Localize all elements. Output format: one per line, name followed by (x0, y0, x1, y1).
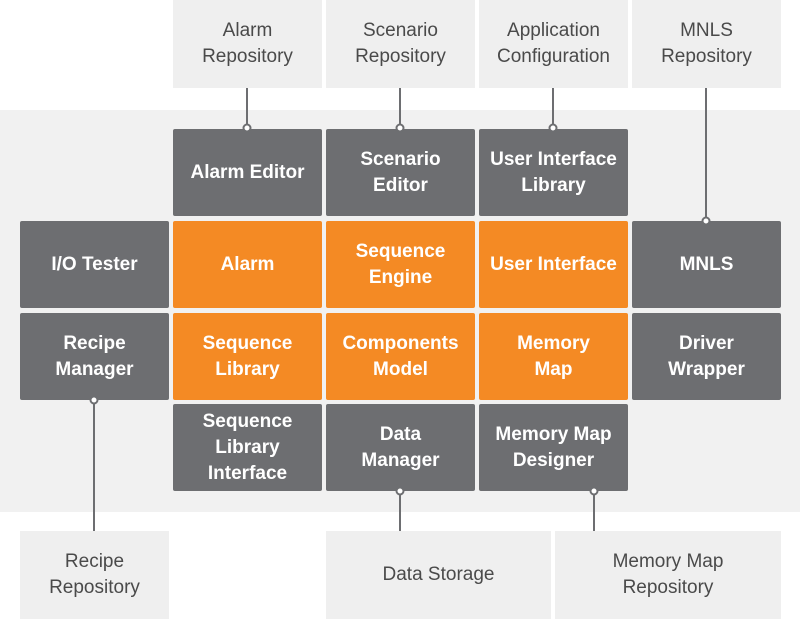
memory-map-box: Memory Map (479, 313, 628, 400)
mnls-repository-box: MNLS Repository (632, 0, 781, 88)
alarm-box: Alarm (173, 221, 322, 308)
scenario-repository-box: Scenario Repository (326, 0, 475, 88)
data-manager-box: Data Manager (326, 404, 475, 491)
scenario-editor-box: Scenario Editor (326, 129, 475, 216)
memory-map-repository-box: Memory Map Repository (555, 531, 781, 619)
driver-wrapper-box: Driver Wrapper (632, 313, 781, 400)
sequence-library-box: Sequence Library (173, 313, 322, 400)
alarm-repository-box: Alarm Repository (173, 0, 322, 88)
recipe-manager-box: Recipe Manager (20, 313, 169, 400)
user-interface-library-box: User Interface Library (479, 129, 628, 216)
alarm-editor-box: Alarm Editor (173, 129, 322, 216)
mnls-box: MNLS (632, 221, 781, 308)
components-model-box: Components Model (326, 313, 475, 400)
user-interface-box: User Interface (479, 221, 628, 308)
sequence-engine-box: Sequence Engine (326, 221, 475, 308)
recipe-repository-box: Recipe Repository (20, 531, 169, 619)
io-tester-box: I/O Tester (20, 221, 169, 308)
application-configuration-box: Application Configuration (479, 0, 628, 88)
memory-map-designer-box: Memory Map Designer (479, 404, 628, 491)
data-storage-box: Data Storage (326, 531, 551, 619)
sequence-library-interface-box: Sequence Library Interface (173, 404, 322, 491)
